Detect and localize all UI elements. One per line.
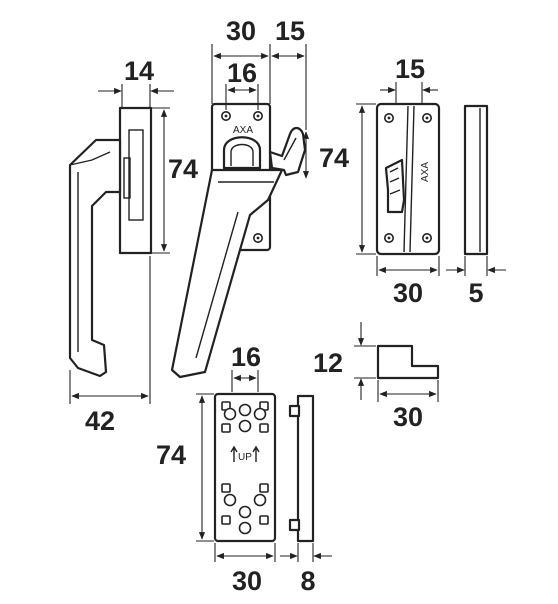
stop-block [376,344,440,380]
handle-side-view [68,106,153,378]
front-hook-edge [283,137,297,161]
dim-front-widths: 30 15 [211,16,307,130]
dim-label-16-plate: 16 [231,342,261,372]
handle-lever-top-edge [69,151,111,166]
dim-label-plate-height: 74 [156,440,186,470]
handle-base-slot [128,129,144,221]
dim-label-16-top: 16 [227,58,257,88]
up-arrow-icon [230,445,238,462]
dim-front-hole-spacing: 16 [225,58,259,110]
keeper-catch-ridges [389,167,401,195]
keeper-side-bar [463,104,489,256]
keeper-diagonal-edge [403,105,409,253]
keeper-side-view [463,104,489,256]
dim-handle-length: 42 [69,256,151,436]
up-marking: UP [238,452,252,463]
back-plate-side-tab [288,518,301,532]
front-pivot-arch [222,136,262,170]
keeper-brand-mark: AXA [420,162,431,182]
front-brand-mark: AXA [233,125,253,136]
handle-base-notch [123,157,131,199]
dim-handle-side-width: 14 [98,56,174,108]
dim-keeper-height [356,103,376,255]
handle-front-view: AXA [170,102,307,379]
dim-label-8: 8 [300,566,315,596]
dim-label-5: 5 [468,278,483,308]
front-hook [268,126,307,177]
dim-label-14: 14 [124,56,154,86]
dim-label-15-hook: 15 [275,16,305,46]
keeper-front-view: AXA [375,102,441,256]
dim-handle-side-height: 74 [151,107,198,254]
dim-label-42: 42 [85,406,115,436]
dim-label-30-keeper: 30 [393,278,423,308]
front-lever-ridge [195,211,239,359]
front-lever [170,168,284,379]
up-arrow-icon [252,445,260,462]
stop-block-body [376,344,440,380]
dim-label-right-height: 74 [319,143,349,173]
dim-plate-bottom: 30 8 [214,543,332,596]
back-plate-side-bar [296,394,315,543]
back-plate-front: UP [213,392,277,543]
dim-keeper-bottom: 30 5 [376,256,506,308]
dim-label-top-height: 74 [168,154,198,184]
dim-label-12: 12 [313,348,343,378]
back-plate-side-tab [288,404,301,418]
dim-block: 12 30 [313,322,439,432]
dim-plate-height: 74 [156,393,214,542]
dim-plate-hole-spacing: 16 [231,342,261,392]
back-plate-side [288,394,315,543]
front-pivot-inner [230,143,254,166]
keeper-diagonal-edge-2 [409,105,415,253]
keeper-plate [375,102,441,256]
dim-label-30-block: 30 [393,402,423,432]
dim-keeper-hole-spacing: 15 [380,54,438,104]
keeper-catch [384,158,406,214]
dim-label-30-top: 30 [226,16,256,46]
dim-front-height-right: 74 [302,131,349,179]
dim-label-15-keeper: 15 [395,54,425,84]
dim-label-30-plate: 30 [232,566,262,596]
